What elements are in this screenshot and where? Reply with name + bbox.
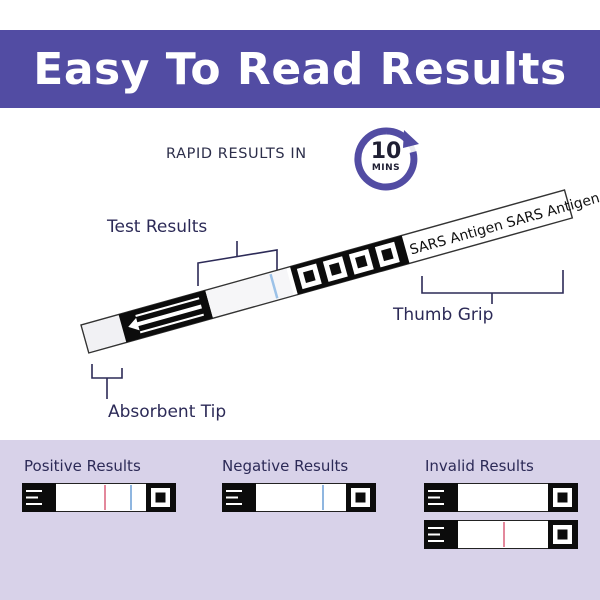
test-results-bracket — [197, 249, 278, 286]
test-strip-diagram: SARS Antigen SARS Antigen SARS Antigen — [80, 163, 600, 399]
qr-marker-icon — [296, 241, 400, 290]
thumb-grip-bracket — [421, 270, 564, 294]
absorbent-tip — [82, 315, 127, 352]
invalid-strip-2 — [424, 520, 578, 549]
test-line — [503, 522, 505, 547]
page-title: Easy To Read Results — [33, 43, 567, 95]
positive-strip — [22, 483, 176, 512]
result-window — [205, 268, 294, 318]
thumb-grip-label: Thumb Grip — [393, 305, 494, 325]
arrow-icon — [128, 297, 204, 334]
timer-badge: 10 MINS — [351, 120, 427, 196]
timer-value: 10 — [370, 139, 402, 164]
absorbent-tip-label: Absorbent Tip — [108, 402, 227, 422]
negative-strip — [222, 483, 376, 512]
absorbent-tip-bracket — [91, 364, 123, 379]
control-line — [130, 485, 132, 510]
results-panel: Positive Results Negative Results Invali… — [0, 440, 600, 600]
invalid-strip-1 — [424, 483, 578, 512]
clock-arrow-icon — [354, 127, 419, 191]
negative-results-label: Negative Results — [222, 457, 349, 475]
timer-unit: MINS — [371, 163, 401, 173]
control-line — [322, 485, 324, 510]
test-strip: SARS Antigen SARS Antigen SARS Antigen — [80, 163, 600, 354]
rapid-results-label: RAPID RESULTS IN — [166, 146, 307, 162]
control-line — [269, 273, 279, 299]
invalid-results-label: Invalid Results — [425, 457, 534, 475]
header-banner: Easy To Read Results — [0, 30, 600, 108]
positive-results-label: Positive Results — [24, 457, 141, 475]
test-results-label: Test Results — [107, 217, 208, 237]
test-line — [104, 485, 106, 510]
